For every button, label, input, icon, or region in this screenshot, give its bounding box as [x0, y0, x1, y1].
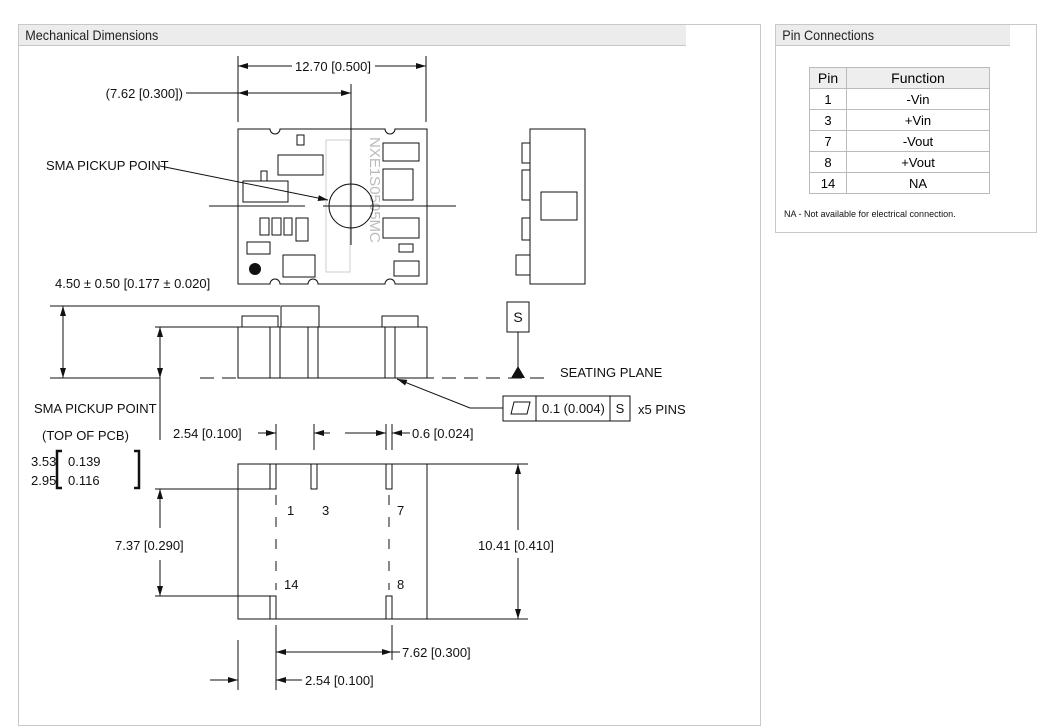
table-row: 7-Vout	[809, 130, 990, 152]
datum-s-label: S	[513, 309, 522, 325]
pin-number: 1	[287, 503, 294, 518]
pin-number: 7	[397, 503, 404, 518]
table-row: 1-Vin	[809, 88, 990, 110]
header-pin: Pin	[809, 67, 847, 89]
function-cell: -Vout	[846, 130, 990, 152]
pin-width-dim: 0.6 [0.024]	[412, 426, 473, 441]
pin-span-dim: 7.62 [0.300]	[402, 645, 471, 660]
pin-len-b: 2.95	[31, 473, 56, 488]
pin-number: 14	[284, 577, 298, 592]
table-row: 8+Vout	[809, 151, 990, 173]
pin-number: 8	[397, 577, 404, 592]
length-dim: 10.41 [0.410]	[478, 538, 554, 553]
function-cell: +Vout	[846, 151, 990, 173]
seating-plane-label: SEATING PLANE	[560, 365, 663, 380]
tolerance-datum: S	[616, 401, 625, 416]
pin-number: 3	[322, 503, 329, 518]
module-marking: NXE1S0505MC	[366, 137, 383, 243]
top-of-pcb-label: (TOP OF PCB)	[42, 428, 129, 443]
pin-cell: 8	[809, 151, 847, 173]
panel-title: Mechanical Dimensions	[19, 25, 686, 46]
sma-pickup-label: SMA PICKUP POINT	[46, 158, 169, 173]
x5-pins-label: x5 PINS	[638, 402, 686, 417]
flatness-icon	[510, 401, 531, 415]
pin-connections-panel: Pin Connections Pin Function 1-Vin 3+Vin…	[775, 24, 1037, 233]
panel-title: Pin Connections	[776, 25, 1010, 46]
width-dim: 12.70 [0.500]	[295, 59, 371, 74]
pin-pitch-dim: 2.54 [0.100]	[173, 426, 242, 441]
height-dim: 4.50 ± 0.50 [0.177 ± 0.020]	[55, 276, 210, 291]
pin-cell: 3	[809, 109, 847, 131]
function-cell: -Vin	[846, 88, 990, 110]
front-view: 4.50 ± 0.50 [0.177 ± 0.020] S SEATING PL…	[34, 276, 686, 443]
row-spacing-dim: 7.37 [0.290]	[115, 538, 184, 553]
side-view	[515, 128, 586, 285]
pin-len-a: 3.53	[31, 454, 56, 469]
top-view: 12.70 [0.500] (7.62 [0.300]) NXE1S0505MC…	[46, 56, 456, 285]
header-function: Function	[846, 67, 990, 89]
table-header-row: Pin Function	[809, 67, 990, 89]
edge-offset-dim: 2.54 [0.100]	[305, 673, 374, 688]
sma-pickup-label-2: SMA PICKUP POINT	[34, 401, 157, 416]
pin-cell: 7	[809, 130, 847, 152]
bottom-view: 2.54 [0.100] 0.6 [0.024] 3.53 2.95 0.139…	[31, 424, 554, 690]
function-cell: NA	[846, 172, 990, 194]
pickup-offset-dim: (7.62 [0.300])	[106, 86, 183, 101]
function-cell: +Vin	[846, 109, 990, 131]
pin-note: NA - Not available for electrical connec…	[784, 209, 956, 219]
pin-len-b-in: 0.116	[68, 473, 100, 488]
pin-len-a-in: 0.139	[68, 454, 101, 469]
pin-cell: 14	[809, 172, 847, 194]
tolerance-value: 0.1 (0.004)	[542, 401, 605, 416]
pin-cell: 1	[809, 88, 847, 110]
mechanical-dimensions-panel: Mechanical Dimensions	[18, 24, 761, 726]
pin-table: Pin Function 1-Vin 3+Vin 7-Vout 8+Vout 1…	[809, 67, 990, 194]
table-row: 3+Vin	[809, 109, 990, 131]
